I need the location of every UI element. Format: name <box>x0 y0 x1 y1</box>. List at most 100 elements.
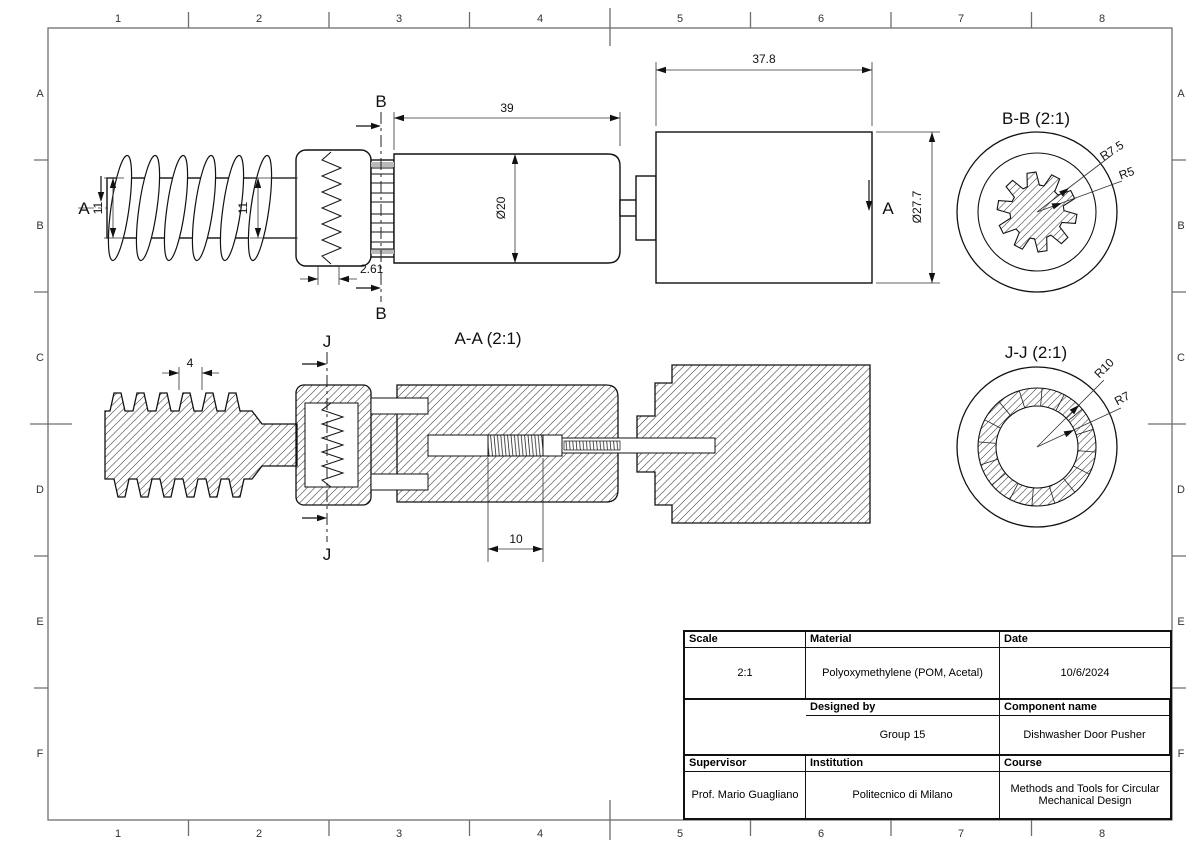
dim-11-right: 11 <box>236 201 250 214</box>
title-block-designed-by-value: Group 15 <box>806 716 1000 756</box>
grid-col-label: 3 <box>396 13 402 25</box>
section-jj-view: J-J (2:1) R10 R7 <box>956 343 1132 528</box>
dimension-cap-length <box>655 62 873 126</box>
title-block-material-label: Material <box>806 632 1000 648</box>
spring-housing <box>295 149 372 267</box>
dim-2-61: 2.61 <box>360 262 384 276</box>
grid-row-label: D <box>1177 484 1185 496</box>
title-block-supervisor-label: Supervisor <box>685 756 806 772</box>
dim-37-8: 37.8 <box>752 52 776 66</box>
dim-r7-5: R7.5 <box>1097 138 1126 164</box>
grid-col-label: 6 <box>818 828 824 840</box>
end-cap-cylinder <box>655 131 873 284</box>
main-cylinder <box>393 153 621 264</box>
dimension-spring-pitch <box>300 266 357 285</box>
section-aa-view: A-A (2:1) 4 10 <box>104 329 871 564</box>
push-rod-core <box>563 440 621 451</box>
section-label-j-bottom: J <box>323 545 332 564</box>
title-block-designed-by-label: Designed by <box>806 700 1000 716</box>
end-block-section <box>636 364 871 524</box>
grid-row-label: C <box>36 352 44 364</box>
grid-col-label: 2 <box>256 828 262 840</box>
grid-row-label: A <box>36 88 44 100</box>
dim-39: 39 <box>500 101 514 115</box>
section-jj-title: J-J (2:1) <box>1005 343 1067 362</box>
grid-col-label: 5 <box>677 13 683 25</box>
title-block-material-value: Polyoxymethylene (POM, Acetal) <box>806 648 1000 700</box>
grid-row-label: F <box>37 748 44 760</box>
dimension-thread-pitch <box>162 367 219 390</box>
section-bb-view: B-B (2:1) R7.5 R5 <box>956 109 1137 293</box>
grid-row-label: E <box>1177 616 1184 628</box>
grid-col-label: 2 <box>256 13 262 25</box>
section-label-a-left: A <box>78 199 90 218</box>
grid-row-label: B <box>36 220 43 232</box>
grid-col-label: 5 <box>677 828 683 840</box>
section-aa-title: A-A (2:1) <box>454 329 521 348</box>
dim-r5: R5 <box>1117 164 1137 183</box>
sheet-frame <box>30 8 1186 840</box>
dim-4: 4 <box>187 356 194 370</box>
dim-11-left: 11 <box>91 201 105 214</box>
grid-col-label: 4 <box>537 828 543 840</box>
connector-step <box>635 175 657 241</box>
section-label-j-top: J <box>323 332 332 351</box>
title-block-institution-label: Institution <box>806 756 1000 772</box>
worm-thread-flights <box>107 154 273 262</box>
title-block-date-value: 10/6/2024 <box>1000 648 1170 700</box>
title-block-date-label: Date <box>1000 632 1170 648</box>
section-line-aa: A A <box>78 176 894 218</box>
title-block-empty-cell <box>685 700 806 756</box>
dimension-cap-dia <box>876 131 940 284</box>
dim-r10: R10 <box>1091 355 1117 381</box>
grid-row-label: C <box>1177 352 1185 364</box>
title-block-scale-value: 2:1 <box>685 648 806 700</box>
dim-r7: R7 <box>1112 389 1132 409</box>
grid-col-label: 8 <box>1099 828 1105 840</box>
section-label-a-right: A <box>882 199 894 218</box>
spline-lines <box>371 162 394 254</box>
title-block-institution-value: Politecnico di Milano <box>806 772 1000 818</box>
dim-dia27-7: Ø27.7 <box>910 190 924 223</box>
section-label-b-top: B <box>375 92 386 111</box>
dim-10: 10 <box>509 532 523 546</box>
collar-channel-top <box>370 397 429 415</box>
grid-col-label: 7 <box>958 13 964 25</box>
grid-row-label: E <box>36 616 43 628</box>
section-label-b-bottom: B <box>375 304 386 323</box>
grid-col-label: 4 <box>537 13 543 25</box>
grid-labels: 1 2 3 4 5 6 7 8 1 2 3 4 5 6 7 8 A B C D … <box>36 13 1185 840</box>
front-view: 39 Ø20 37.8 Ø27.7 11 11 <box>78 52 940 323</box>
title-block: Scale Material Date 2:1 Polyoxymethylene… <box>683 630 1172 820</box>
jj-ring-spokes <box>978 388 1096 506</box>
spring-section-zigzag <box>320 402 345 488</box>
title-block-supervisor-value: Prof. Mario Guagliano <box>685 772 806 818</box>
dimension-cylinder-length <box>393 112 621 150</box>
grid-row-label: B <box>1177 220 1184 232</box>
section-line-bb: B B <box>356 92 387 323</box>
threaded-insert <box>487 434 544 457</box>
grid-row-label: F <box>1178 748 1185 760</box>
spring-zigzag <box>320 151 343 265</box>
section-line-jj: J J <box>302 332 331 564</box>
grid-col-label: 3 <box>396 828 402 840</box>
grid-col-label: 6 <box>818 13 824 25</box>
section-bb-title: B-B (2:1) <box>1002 109 1070 128</box>
title-block-course-value: Methods and Tools for Circular Mechanica… <box>1010 783 1160 807</box>
title-block-course-label: Course <box>1000 756 1170 772</box>
collar-section <box>370 413 398 475</box>
title-block-component-label: Component name <box>1000 700 1170 716</box>
grid-col-label: 7 <box>958 828 964 840</box>
leader-r7: R7 <box>1036 389 1132 448</box>
spring-cavity <box>304 402 359 488</box>
grid-row-label: D <box>36 484 44 496</box>
title-block-component-value: Dishwasher Door Pusher <box>1000 716 1170 756</box>
grid-col-label: 1 <box>115 828 121 840</box>
collar-channel-bottom <box>370 473 429 491</box>
dim-dia20: Ø20 <box>494 196 508 219</box>
grid-col-label: 8 <box>1099 13 1105 25</box>
leader-r5: R5 <box>1036 164 1137 213</box>
grid-row-label: A <box>1177 88 1185 100</box>
